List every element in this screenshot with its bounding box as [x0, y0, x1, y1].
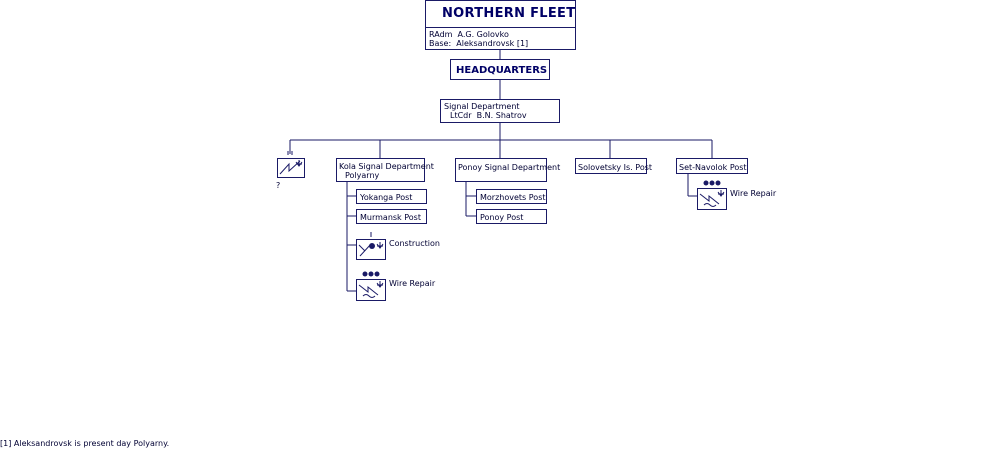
ponoy-department-name: Ponoy Signal Department	[458, 163, 561, 172]
footnote: [1] Aleksandrovsk is present day Polyarn…	[0, 439, 170, 448]
kola-construction-label: Construction	[389, 239, 440, 248]
fleet-divider	[426, 27, 575, 28]
unknown-signal-unit	[276, 151, 306, 181]
set-navolok-post-box: Set-Navolok Post	[676, 158, 748, 174]
kola-wire-repair-label: Wire Repair	[389, 279, 436, 288]
murmansk-post-label: Murmansk Post	[360, 213, 421, 222]
signal-department-name: Signal Department	[444, 102, 520, 111]
kola-wire-repair-unit	[355, 271, 387, 303]
headquarters-box: HEADQUARTERS	[450, 59, 550, 80]
yokanga-post-label: Yokanga Post	[360, 193, 413, 202]
kola-construction-unit	[355, 232, 387, 262]
signal-department-commander: LtCdr B.N. Shatrov	[450, 111, 527, 120]
headquarters-label: HEADQUARTERS	[456, 65, 548, 76]
morzhovets-post-box: Morzhovets Post	[476, 189, 547, 204]
morzhovets-post-label: Morzhovets Post	[480, 193, 546, 202]
murmansk-post-box: Murmansk Post	[356, 209, 427, 224]
solovetsky-post-box: Solovetsky Is. Post	[575, 158, 652, 174]
construction-symbol-icon	[356, 232, 386, 260]
fleet-commander: RAdm A.G. Golovko	[429, 30, 509, 39]
solovetsky-post-label: Solovetsky Is. Post	[578, 163, 653, 172]
ponoy-post-label: Ponoy Post	[480, 213, 524, 222]
set-navolok-wire-repair-label: Wire Repair	[730, 189, 777, 198]
ponoy-signal-department-box: Ponoy Signal Department	[455, 158, 560, 182]
fleet-title: NORTHERN FLEET	[442, 6, 576, 21]
unknown-unit-label: ?	[276, 181, 281, 190]
kola-department-name: Kola Signal Department	[339, 162, 434, 171]
ponoy-post-box: Ponoy Post	[476, 209, 547, 224]
wire-repair-symbol-icon	[697, 180, 727, 210]
set-navolok-post-label: Set-Navolok Post	[679, 163, 747, 172]
signal-department-box: Signal Department LtCdr B.N. Shatrov	[440, 99, 560, 123]
set-navolok-wire-repair-unit	[696, 180, 728, 212]
yokanga-post-box: Yokanga Post	[356, 189, 427, 204]
fleet-box: NORTHERN FLEET RAdm A.G. Golovko Base: A…	[425, 0, 576, 50]
wire-repair-symbol-icon	[356, 271, 386, 301]
kola-signal-department-box: Kola Signal Department Polyarny	[336, 158, 434, 182]
signal-unit-symbol-icon	[277, 151, 305, 178]
kola-department-location: Polyarny	[345, 171, 380, 180]
fleet-base: Base: Aleksandrovsk [1]	[429, 39, 529, 48]
